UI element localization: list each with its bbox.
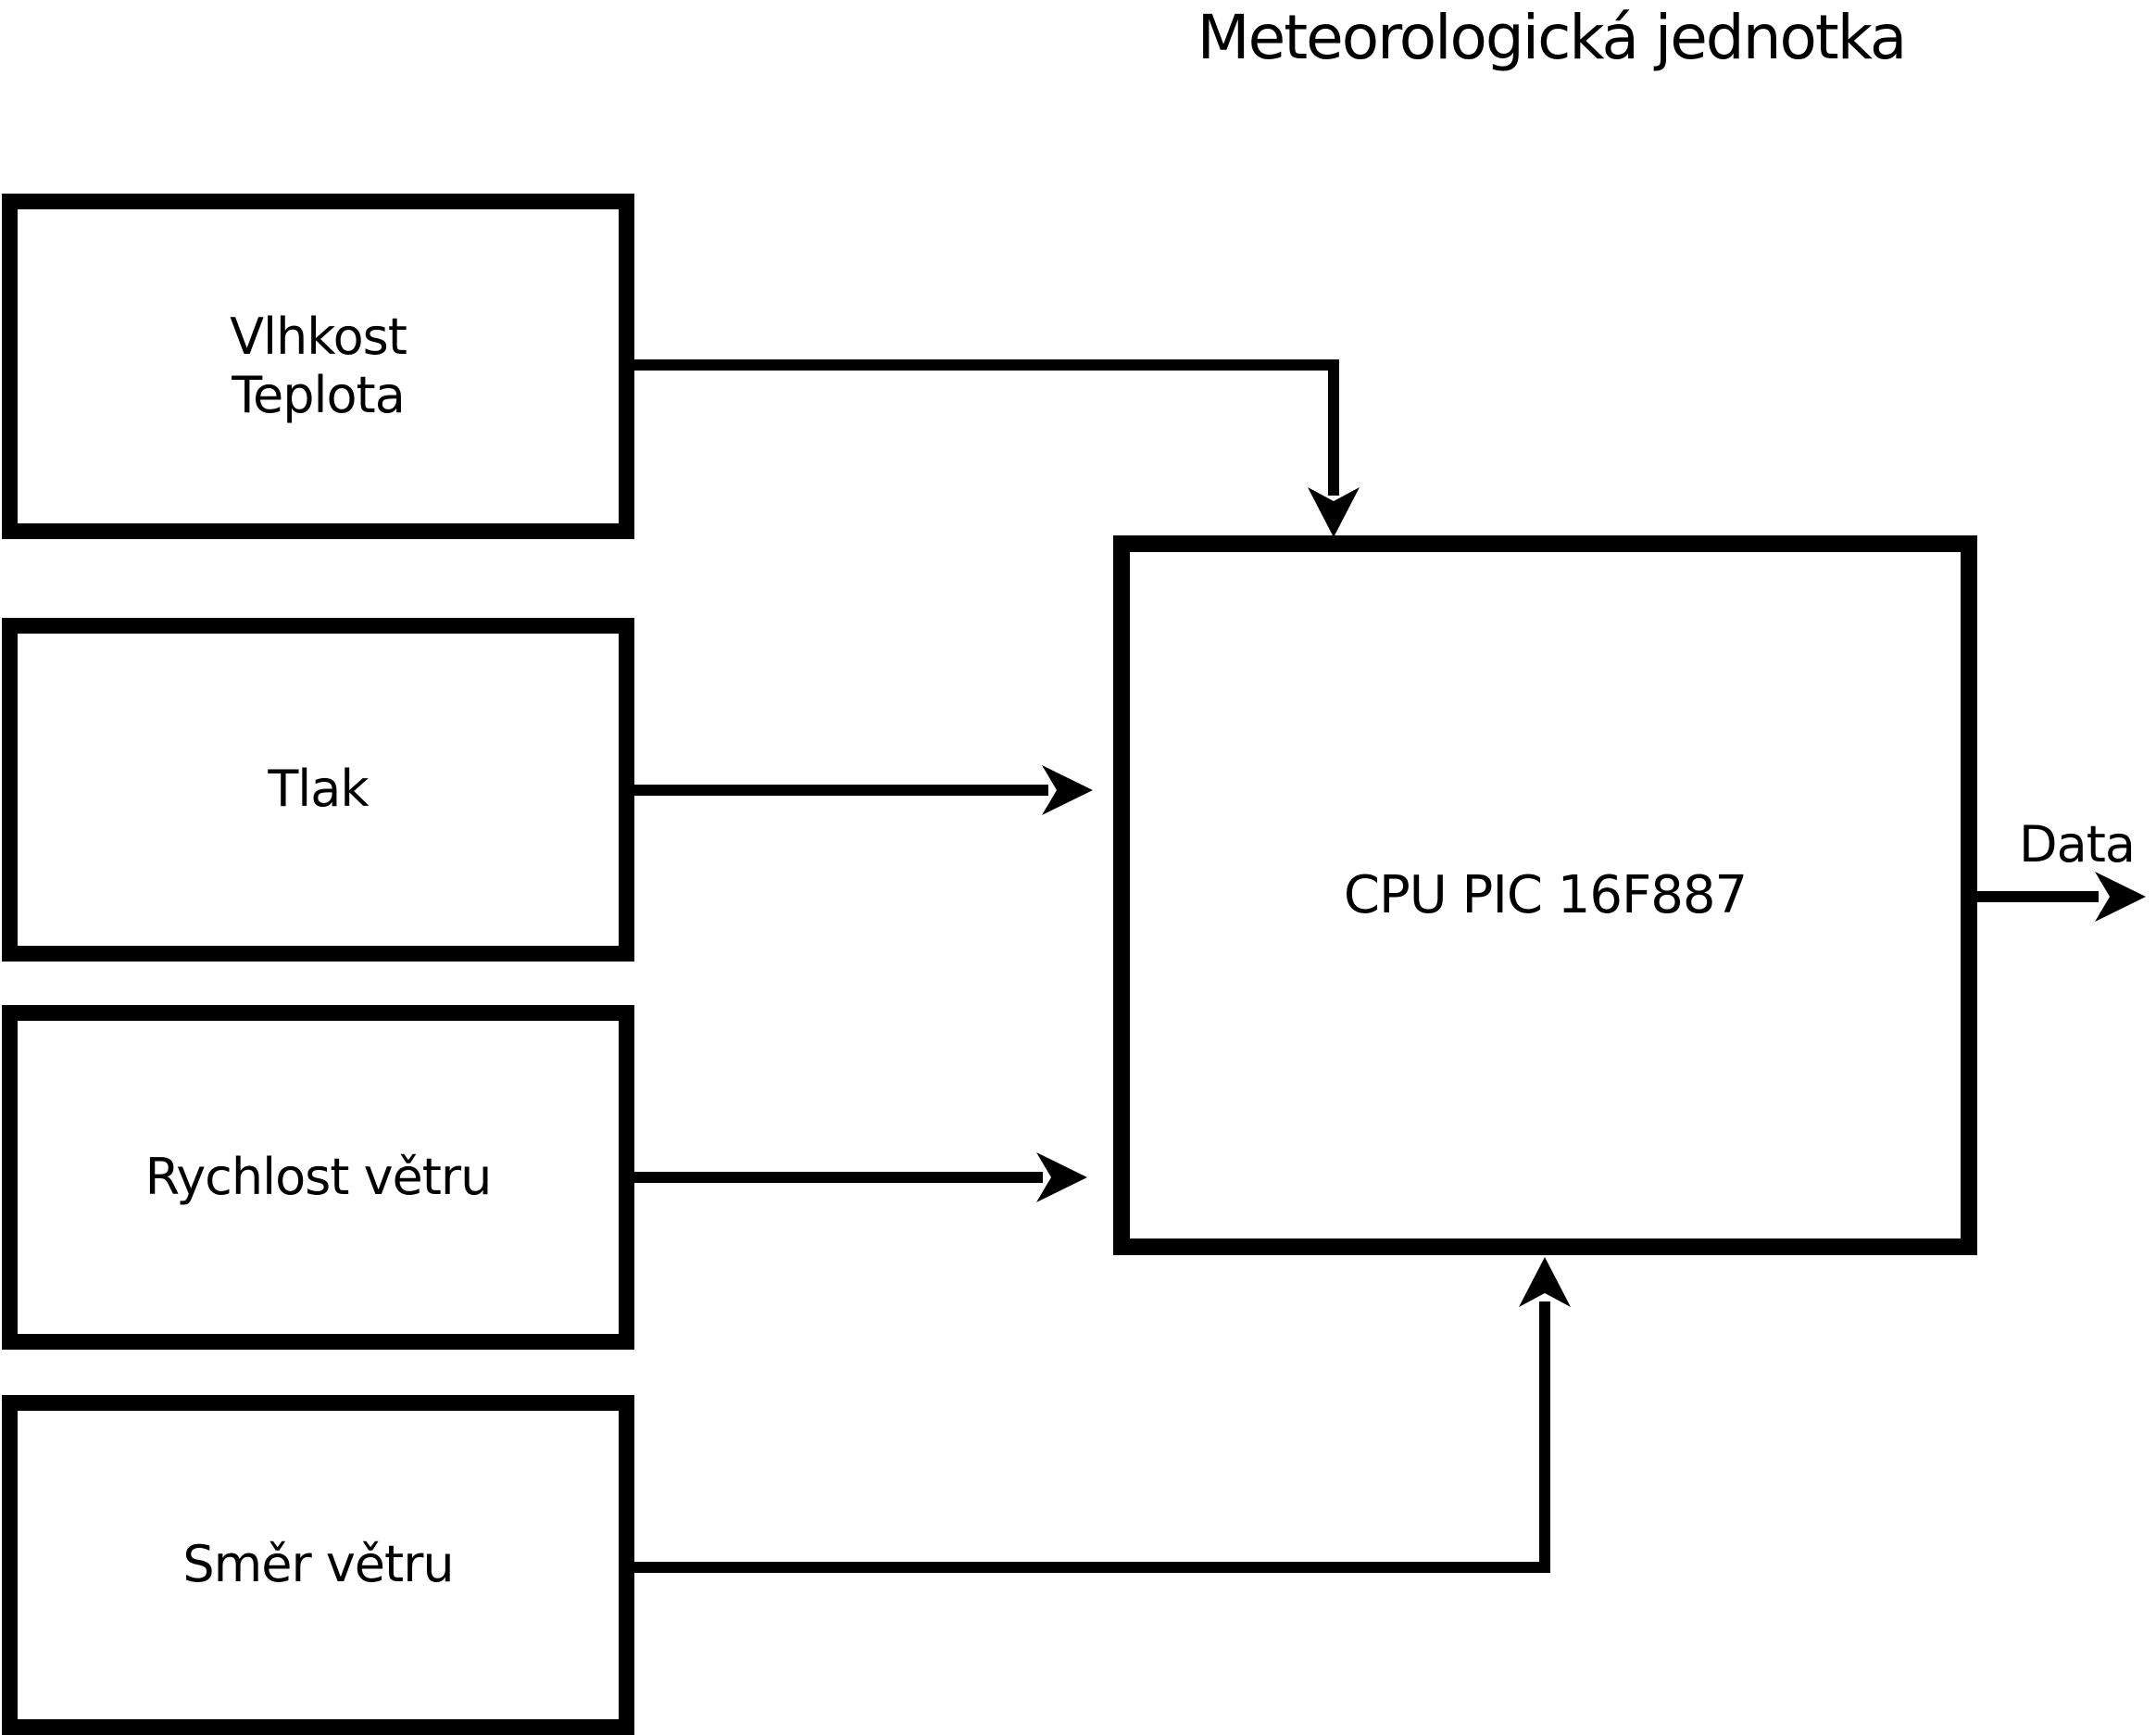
sensor-label-humidity: Vlhkost: [230, 308, 407, 367]
arrowhead-right-wind-speed: [1036, 1152, 1087, 1202]
sensor-box-wind-direction: Směr větru: [2, 1395, 634, 1735]
connector-wind-direction-line: [634, 1301, 1550, 1573]
arrowhead-up-wind-direction: [1519, 1257, 1571, 1307]
sensor-box-wind-speed: Rychlost větru: [2, 1005, 634, 1350]
cpu-box: CPU PIC 16F887: [1113, 535, 1977, 1255]
arrowhead-right-data: [2095, 872, 2146, 922]
sensor-label-temperature: Teplota: [232, 365, 406, 424]
arrowhead-down-humidity-temperature: [1308, 487, 1360, 537]
sensor-box-humidity-temperature: Vlhkost Teplota: [2, 194, 634, 539]
sensor-label-pressure: Tlak: [268, 760, 369, 819]
sensor-box-pressure: Tlak: [2, 618, 634, 962]
sensor-label-wind-speed: Rychlost větru: [144, 1147, 493, 1206]
connector-humidity-temperature-line: [634, 359, 1339, 496]
arrowhead-right-pressure: [1042, 765, 1093, 815]
diagram-title: Meteorologická jednotka: [1197, 2, 1908, 73]
data-output-label: Data: [2019, 815, 2136, 874]
cpu-label: CPU PIC 16F887: [1343, 865, 1748, 925]
sensor-label-wind-direction: Směr větru: [182, 1535, 454, 1594]
